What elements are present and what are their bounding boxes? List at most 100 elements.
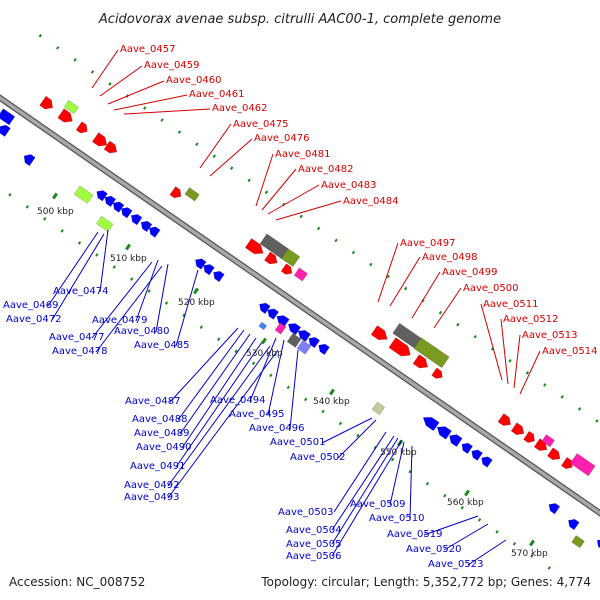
gene-label[interactable]: Aave_0462 xyxy=(212,103,268,114)
gene-label[interactable]: Aave_0461 xyxy=(189,89,245,100)
gene-label[interactable]: Aave_0491 xyxy=(130,461,186,472)
gene-label[interactable]: Aave_0501 xyxy=(270,437,326,448)
reverse-gene xyxy=(0,108,16,126)
reverse-gene xyxy=(481,456,493,468)
gene-label[interactable]: Aave_0487 xyxy=(125,396,181,407)
gene-label[interactable]: Aave_0511 xyxy=(483,299,539,310)
gene-label[interactable]: Aave_0492 xyxy=(124,480,180,491)
trna-gene xyxy=(293,267,308,282)
gene-label[interactable]: Aave_0499 xyxy=(442,267,498,278)
gene-label[interactable]: Aave_0490 xyxy=(136,442,192,453)
gene-label[interactable]: Aave_0496 xyxy=(249,423,305,434)
tick-mark xyxy=(43,217,47,221)
forward-gene xyxy=(264,251,278,265)
trna-gene xyxy=(569,453,596,477)
gene-label[interactable]: Aave_0506 xyxy=(286,551,342,562)
reverse-gene xyxy=(23,154,36,167)
forward-gene xyxy=(523,430,535,443)
gene-label[interactable]: Aave_0523 xyxy=(428,559,484,570)
gene-label[interactable]: Aave_0513 xyxy=(522,330,578,341)
tick-mark xyxy=(160,118,164,122)
gene-label[interactable]: Aave_0478 xyxy=(52,346,108,357)
tick-mark xyxy=(77,241,82,245)
gene-label[interactable]: Aave_0504 xyxy=(286,525,342,536)
tick-mark xyxy=(356,433,360,438)
forward-leader-line xyxy=(209,138,253,177)
trna-gene xyxy=(541,434,555,448)
forward-leader-line xyxy=(199,123,232,169)
gene-label[interactable]: Aave_0502 xyxy=(290,452,346,463)
gene-label[interactable]: Aave_0474 xyxy=(53,286,109,297)
forward-gene xyxy=(546,447,561,461)
misc-feature xyxy=(371,401,386,416)
reverse-leader-line xyxy=(337,419,377,459)
tick-mark xyxy=(477,517,482,522)
reverse-leader-line xyxy=(331,437,399,545)
gene-label[interactable]: Aave_0494 xyxy=(210,395,266,406)
reverse-gene-labels: Aave_0474 Aave_0469 Aave_0472 Aave_0479 … xyxy=(3,286,484,570)
reverse-leader-line xyxy=(331,439,403,557)
forward-leader-line xyxy=(107,80,165,105)
topology-text: Topology: circular; Length: 5,352,772 bp… xyxy=(260,575,591,589)
gene-label[interactable]: Aave_0485 xyxy=(134,340,190,351)
tick-mark xyxy=(108,82,112,86)
rrna-gene xyxy=(571,535,585,549)
gene-label[interactable]: Aave_0520 xyxy=(406,544,462,555)
forward-leader-line xyxy=(519,350,541,395)
tick-mark xyxy=(577,407,582,411)
forward-gene xyxy=(510,422,525,436)
forward-leader-line xyxy=(275,200,342,221)
reverse-gene xyxy=(596,538,600,551)
gene-label[interactable]: Aave_0481 xyxy=(275,149,331,160)
tick-mark xyxy=(460,505,464,510)
gene-label[interactable]: Aave_0460 xyxy=(166,75,222,86)
gene-label[interactable]: Aave_0495 xyxy=(229,409,285,420)
gene-label[interactable]: Aave_0472 xyxy=(6,314,62,325)
gene-label[interactable]: Aave_0488 xyxy=(132,414,188,425)
reverse-leader-line xyxy=(167,345,271,487)
gene-label[interactable]: Aave_0476 xyxy=(254,133,310,144)
label-leader-lines xyxy=(47,49,541,566)
gene-label[interactable]: Aave_0477 xyxy=(49,332,105,343)
tick-mark xyxy=(25,205,30,209)
gene-label[interactable]: Aave_0482 xyxy=(298,164,354,175)
gene-label[interactable]: Aave_0514 xyxy=(542,346,598,357)
gene-label[interactable]: Aave_0480 xyxy=(114,326,170,337)
gene-label[interactable]: Aave_0510 xyxy=(369,513,425,524)
tick-mark xyxy=(143,106,147,110)
forward-gene xyxy=(91,132,108,147)
gene-label[interactable]: Aave_0497 xyxy=(400,238,456,249)
reverse-gene xyxy=(449,434,463,448)
forward-leader-line xyxy=(255,153,274,207)
gene-label[interactable]: Aave_0519 xyxy=(387,529,443,540)
gene-label[interactable]: Aave_0493 xyxy=(124,492,180,503)
gene-label[interactable]: Aave_0505 xyxy=(286,539,342,550)
reverse-leader-line xyxy=(155,263,169,333)
tick-mark xyxy=(425,481,430,486)
forward-gene xyxy=(560,457,573,470)
map-title: Acidovorax avenae subsp. citrulli AAC00-… xyxy=(98,12,501,27)
gene-label[interactable]: Aave_0503 xyxy=(278,507,334,518)
gene-label[interactable]: Aave_0483 xyxy=(321,180,377,191)
gene-label[interactable]: Aave_0459 xyxy=(144,60,200,71)
gene-label[interactable]: Aave_0500 xyxy=(463,283,519,294)
tick-mark xyxy=(543,383,547,387)
gene-label[interactable]: Aave_0512 xyxy=(503,314,559,325)
gene-label[interactable]: Aave_0484 xyxy=(343,196,399,207)
gene-label[interactable]: Aave_0509 xyxy=(350,499,406,510)
gene-label[interactable]: Aave_0469 xyxy=(3,300,59,311)
gene-label[interactable]: Aave_0475 xyxy=(233,119,289,130)
gene-label[interactable]: Aave_0489 xyxy=(134,428,190,439)
reverse-leader-line xyxy=(99,229,109,293)
reverse-gene xyxy=(195,258,207,270)
scale-label: 520 kbp xyxy=(178,298,215,308)
tick-mark xyxy=(234,349,238,354)
accession-text: Accession: NC_008752 xyxy=(9,575,145,589)
reverse-leader-line xyxy=(443,523,489,551)
tick-mark xyxy=(195,142,199,146)
gene-label[interactable]: Aave_0457 xyxy=(120,44,176,55)
gene-label[interactable]: Aave_0498 xyxy=(422,252,478,263)
gene-label[interactable]: Aave_0479 xyxy=(92,315,148,326)
forward-gene xyxy=(57,108,73,123)
